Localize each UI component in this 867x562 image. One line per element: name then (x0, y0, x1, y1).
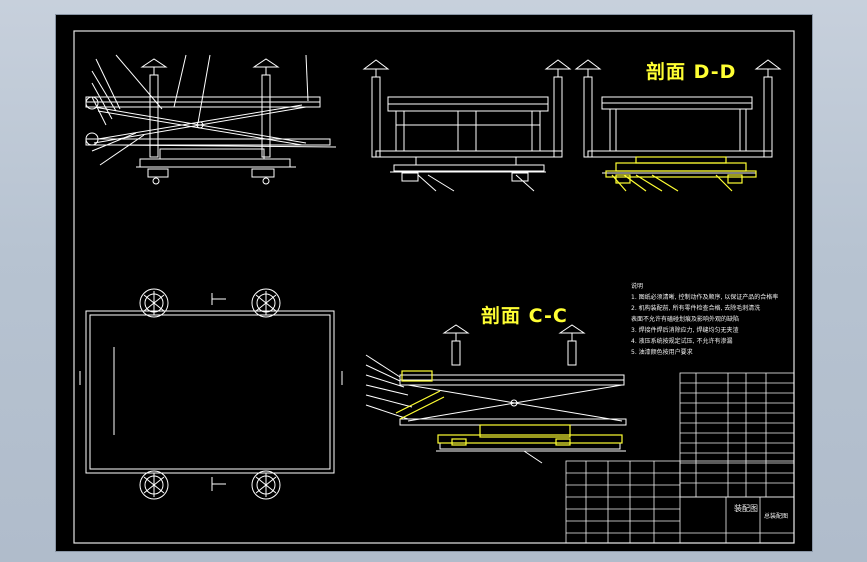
parts-list-table (679, 372, 795, 498)
caster-top-right (251, 288, 281, 318)
notes-line: 1. 图纸必须清晰, 控制动作及顺序, 以保证产品的合格率 (631, 294, 779, 301)
title-block-drawing-name: 总装配图 (764, 513, 789, 520)
lamp-post-right-cc (558, 324, 586, 366)
section-dd-title: 剖面 D-D (646, 61, 737, 83)
lamp-post-right-front (544, 59, 572, 158)
lamp-post-left-dd (574, 59, 602, 158)
drawing-canvas (73, 30, 795, 544)
notes-line: 4. 液压系统按规定试压, 不允许有渗漏 (631, 338, 733, 345)
caster-bottom-left (139, 470, 169, 500)
title-block-name: 装配图 (734, 504, 758, 513)
notes-line: 2. 机构装配前, 所有零件检查合格, 去除毛刺清洗 (631, 305, 761, 312)
front-elevation-view (362, 59, 572, 192)
notes-heading: 说明 (631, 283, 644, 290)
section-dd-highlight (605, 156, 757, 192)
notes-line: 5. 油漆颜色按用户要求 (631, 349, 693, 356)
drawing-frame (73, 30, 795, 544)
notes-line: 3. 焊接件焊后消除应力, 焊缝均匀无夹渣 (631, 327, 739, 334)
technical-notes: 说明 1. 图纸必须清晰, 控制动作及顺序, 以保证产品的合格率 2. 机构装配… (631, 281, 789, 358)
caster-bottom-right (251, 470, 281, 500)
base-wheels (147, 168, 275, 185)
lamp-post-right (252, 58, 280, 158)
lamp-post-left-front (362, 59, 390, 158)
notes-line: 表面不允许有磕碰划痕及影响外观的缺陷 (631, 316, 740, 323)
lamp-post-left (140, 58, 168, 158)
cad-drawing-window[interactable]: 剖面 D-D 剖面 C-C 说明 1. 图纸必须清晰, 控制动作及顺序, 以保证… (55, 14, 813, 552)
lamp-post-right-dd (754, 59, 782, 158)
side-elevation-view (85, 54, 337, 185)
section-cc-title: 剖面 C-C (481, 305, 568, 327)
section-cc-highlight (395, 370, 623, 446)
section-cc-view (365, 324, 627, 464)
title-block (565, 460, 795, 544)
plan-view (79, 288, 343, 500)
lamp-post-left-cc (442, 324, 470, 366)
caster-top-left (139, 288, 169, 318)
